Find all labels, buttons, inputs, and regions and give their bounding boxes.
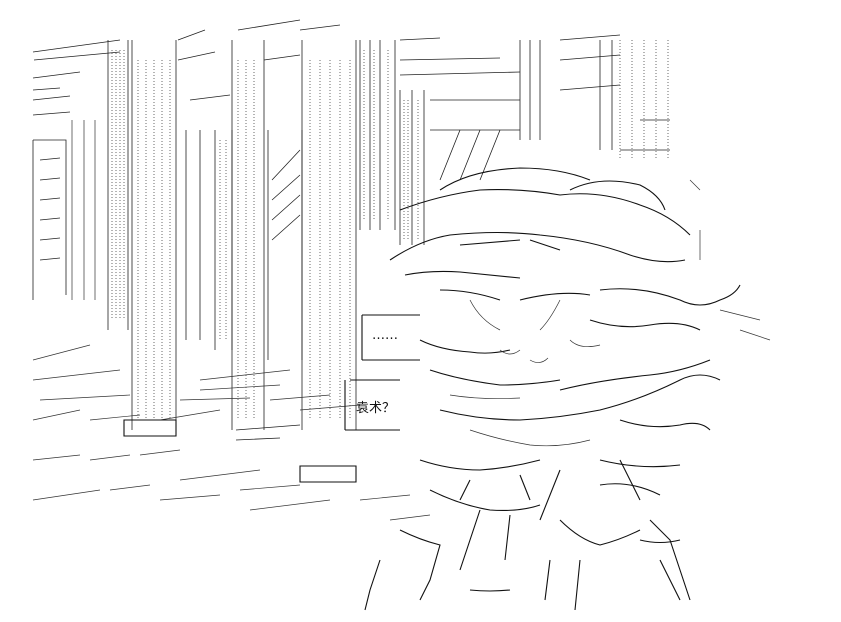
bubble-ellipsis: ……	[372, 328, 398, 343]
bubble-speech-frame	[344, 379, 400, 431]
ground-hatching	[32, 344, 431, 521]
stone-block-left	[123, 419, 177, 437]
left-pillars	[32, 19, 670, 430]
character-figure	[364, 167, 771, 611]
stone-block-right	[299, 465, 357, 483]
bubble-ellipsis-frame	[361, 314, 420, 361]
bubble-speech: 袁术？	[356, 401, 396, 416]
speech-bubbles	[344, 314, 420, 431]
